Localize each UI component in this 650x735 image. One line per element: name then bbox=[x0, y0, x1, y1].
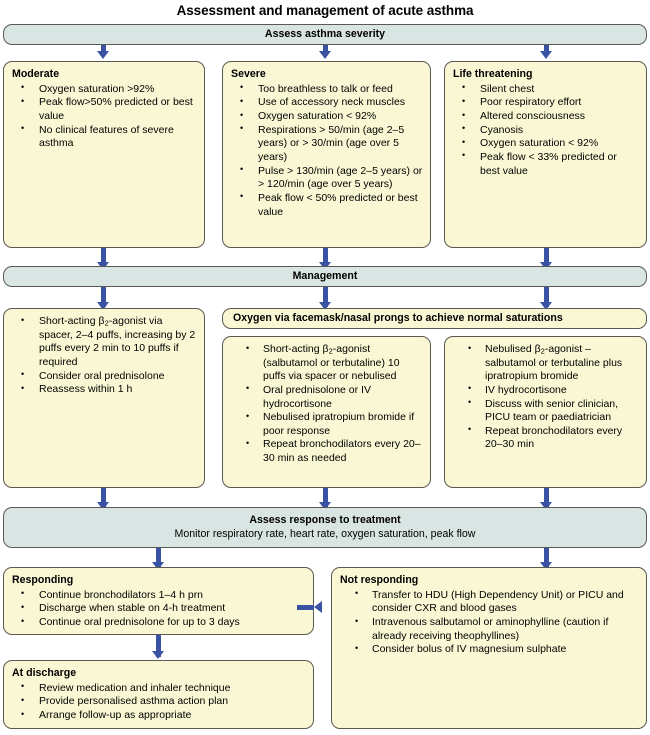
list-item: Too breathless to talk or feed bbox=[231, 82, 423, 97]
list-item: Review medication and inhaler technique bbox=[12, 681, 306, 696]
list-item: Arrange follow-up as appropriate bbox=[12, 709, 306, 723]
list-item: Pulse > 130/min (age 2–5 years) or > 120… bbox=[231, 164, 423, 192]
severity-list-life-threatening: Silent chest Poor respiratory effort Alt… bbox=[453, 82, 639, 178]
band-management: Management bbox=[3, 266, 647, 287]
list-item: Nebulised ipratropium bromide if poor re… bbox=[231, 411, 423, 438]
outcome-box-not-responding: Not responding Transfer to HDU (High Dep… bbox=[331, 567, 647, 729]
list-item: Oxygen saturation < 92% bbox=[453, 137, 639, 151]
management-box-moderate: Short-acting β2-agonist via spacer, 2–4 … bbox=[3, 308, 205, 488]
severity-heading-severe: Severe bbox=[231, 68, 266, 80]
outcome-heading-responding: Responding bbox=[12, 574, 74, 586]
list-item: Consider oral prednisolone bbox=[12, 369, 197, 384]
outcome-box-at-discharge: At discharge Review medication and inhal… bbox=[3, 660, 314, 729]
list-item: Silent chest bbox=[453, 82, 639, 97]
management-box-life-threatening: Nebulised β2-agonist – salbutamol or ter… bbox=[444, 336, 647, 488]
band-assess-severity-label: Assess asthma severity bbox=[264, 27, 386, 40]
page-title: Assessment and management of acute asthm… bbox=[176, 3, 474, 18]
severity-box-severe: Severe Too breathless to talk or feed Us… bbox=[222, 61, 431, 248]
list-item: Use of accessory neck muscles bbox=[231, 96, 423, 110]
list-item: Cyanosis bbox=[453, 123, 639, 138]
outcome-list-responding: Continue bronchodilators 1–4 h prn Disch… bbox=[12, 588, 306, 630]
list-item: Discharge when stable on 4-h treatment bbox=[12, 602, 306, 616]
list-item: No clinical features of severe asthma bbox=[12, 123, 197, 151]
severity-box-moderate: Moderate Oxygen saturation >92% Peak flo… bbox=[3, 61, 205, 248]
severity-list-severe: Too breathless to talk or feed Use of ac… bbox=[231, 82, 423, 219]
list-item: Peak flow>50% predicted or best value bbox=[12, 96, 197, 123]
band-assess-response-line2: Monitor respiratory rate, heart rate, ox… bbox=[174, 527, 476, 540]
band-assess-response-line1: Assess response to treatment bbox=[249, 513, 401, 526]
outcome-heading-at-discharge: At discharge bbox=[12, 667, 77, 679]
list-item: Short-acting β2-agonist via spacer, 2–4 … bbox=[12, 315, 197, 370]
list-item: Poor respiratory effort bbox=[453, 96, 639, 110]
list-item: Peak flow < 33% predicted or best value bbox=[453, 150, 639, 178]
list-item: Intravenous salbutamol or aminophylline … bbox=[340, 616, 639, 643]
management-oxygen-label: Oxygen via facemask/nasal prongs to achi… bbox=[233, 311, 563, 324]
list-item: Provide personalised asthma action plan bbox=[12, 695, 306, 709]
list-item: Continue oral prednisolone for up to 3 d… bbox=[12, 616, 306, 630]
management-list-severe: Short-acting β2-agonist (salbutamol or t… bbox=[231, 343, 423, 466]
list-item: IV hydrocortisone bbox=[453, 383, 639, 398]
severity-heading-life-threatening: Life threatening bbox=[453, 68, 533, 80]
list-item: Transfer to HDU (High Dependency Unit) o… bbox=[340, 588, 639, 616]
list-item: Altered consciousness bbox=[453, 110, 639, 124]
band-management-label: Management bbox=[292, 269, 358, 282]
management-list-life-threatening: Nebulised β2-agonist – salbutamol or ter… bbox=[453, 343, 639, 452]
list-item: Short-acting β2-agonist (salbutamol or t… bbox=[231, 343, 423, 384]
list-item: Oxygen saturation < 92% bbox=[231, 110, 423, 124]
outcome-list-not-responding: Transfer to HDU (High Dependency Unit) o… bbox=[340, 588, 639, 657]
management-box-severe: Short-acting β2-agonist (salbutamol or t… bbox=[222, 336, 431, 488]
list-item: Respirations > 50/min (age 2–5 years) or… bbox=[231, 123, 423, 165]
list-item: Nebulised β2-agonist – salbutamol or ter… bbox=[453, 343, 639, 384]
band-assess-severity: Assess asthma severity bbox=[3, 24, 647, 45]
band-assess-response: Assess response to treatment Monitor res… bbox=[3, 507, 647, 548]
severity-box-life-threatening: Life threatening Silent chest Poor respi… bbox=[444, 61, 647, 248]
management-oxygen-bar: Oxygen via facemask/nasal prongs to achi… bbox=[222, 308, 647, 329]
severity-heading-moderate: Moderate bbox=[12, 68, 60, 80]
list-item: Oral prednisolone or IV hydrocortisone bbox=[231, 383, 423, 411]
outcome-list-at-discharge: Review medication and inhaler technique … bbox=[12, 681, 306, 723]
list-item: Consider bolus of IV magnesium sulphate bbox=[340, 643, 639, 657]
outcome-box-responding: Responding Continue bronchodilators 1–4 … bbox=[3, 567, 314, 635]
list-item: Reassess within 1 h bbox=[12, 383, 197, 397]
list-item: Discuss with senior clinician, PICU team… bbox=[453, 397, 639, 425]
list-item: Repeat bronchodilators every 20–30 min a… bbox=[231, 438, 423, 465]
severity-list-moderate: Oxygen saturation >92% Peak flow>50% pre… bbox=[12, 82, 197, 151]
list-item: Oxygen saturation >92% bbox=[12, 82, 197, 97]
list-item: Peak flow < 50% predicted or best value bbox=[231, 191, 423, 219]
outcome-heading-not-responding: Not responding bbox=[340, 574, 419, 586]
list-item: Repeat bronchodilators every 20–30 min bbox=[453, 424, 639, 452]
management-list-moderate: Short-acting β2-agonist via spacer, 2–4 … bbox=[12, 315, 197, 397]
list-item: Continue bronchodilators 1–4 h prn bbox=[12, 588, 306, 603]
